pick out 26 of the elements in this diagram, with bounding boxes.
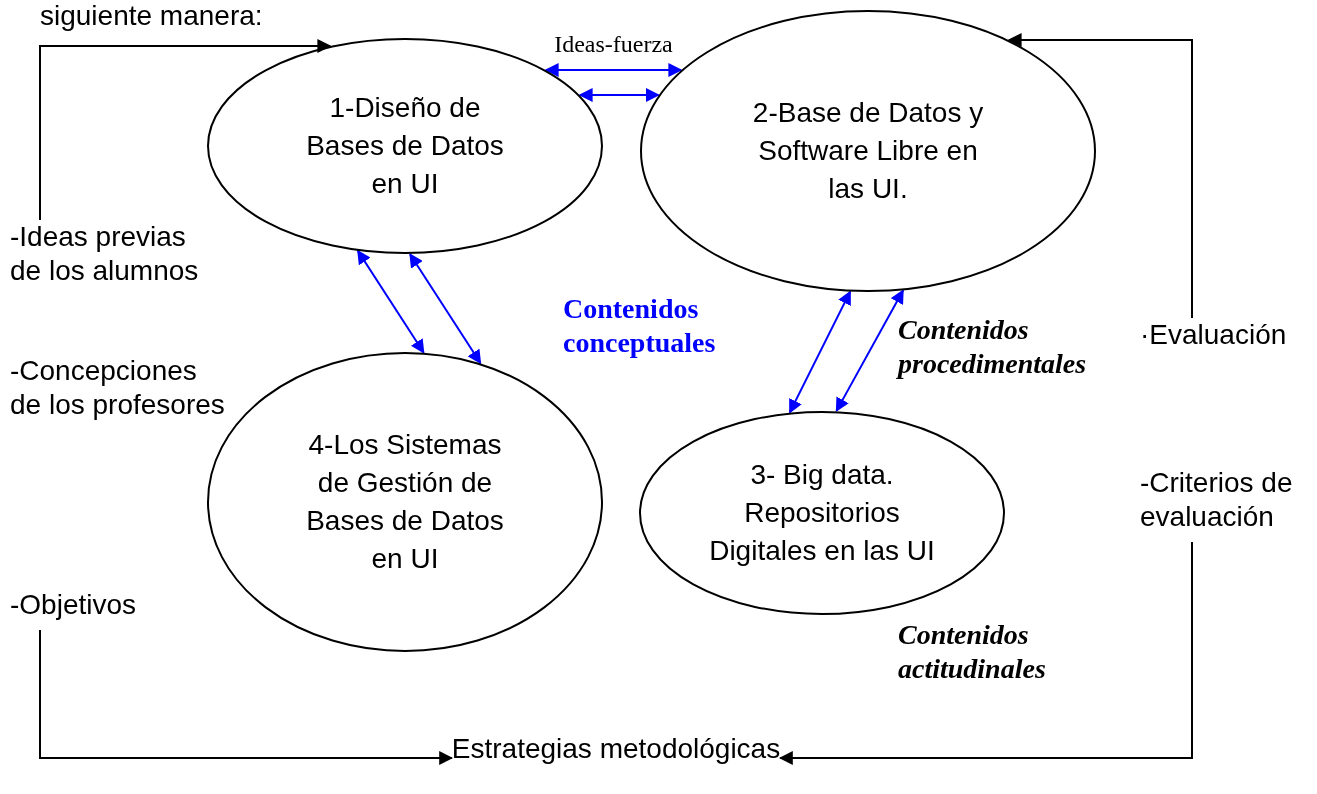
edge-label: Ideas-fuerza <box>553 30 674 58</box>
text-label: -Concepciones de los profesores <box>10 354 225 422</box>
arrow <box>39 39 332 221</box>
double-arrow <box>788 290 852 414</box>
node-label: 2-Base de Datos y Software Libre en las UI. <box>751 96 985 206</box>
text-label: -Criterios de evaluación <box>1140 466 1315 536</box>
arrow <box>778 541 1193 765</box>
node-label: 1-Diseño de Bases de Datos en UI <box>305 91 505 201</box>
double-arrow <box>578 88 660 102</box>
arrow <box>1007 33 1193 319</box>
text-label: Contenidos procedimentales <box>898 313 1088 381</box>
text-label: Contenidos actitudinales <box>898 618 1047 686</box>
text-label: -Ideas previas de los alumnos <box>10 220 215 290</box>
double-arrow <box>356 249 425 354</box>
text-label: Estrategias metodológicas <box>451 732 781 766</box>
ellipse-node <box>639 411 1005 615</box>
node-label: 4-Los Sistemas de Gestión de Bases de Datos en UI <box>305 428 505 576</box>
double-arrow <box>544 63 683 77</box>
double-arrow <box>835 289 905 413</box>
text-label: ·Evaluación <box>1140 318 1315 352</box>
text-label: Contenidos conceptuales <box>563 292 717 360</box>
text-label: siguiente manera: <box>40 0 264 32</box>
arrow <box>39 629 454 765</box>
double-arrow <box>409 253 482 365</box>
node-label: 3- Big data. Repositorios Digitales en las UI <box>708 458 936 568</box>
text-label: -Objetivos <box>10 588 180 624</box>
